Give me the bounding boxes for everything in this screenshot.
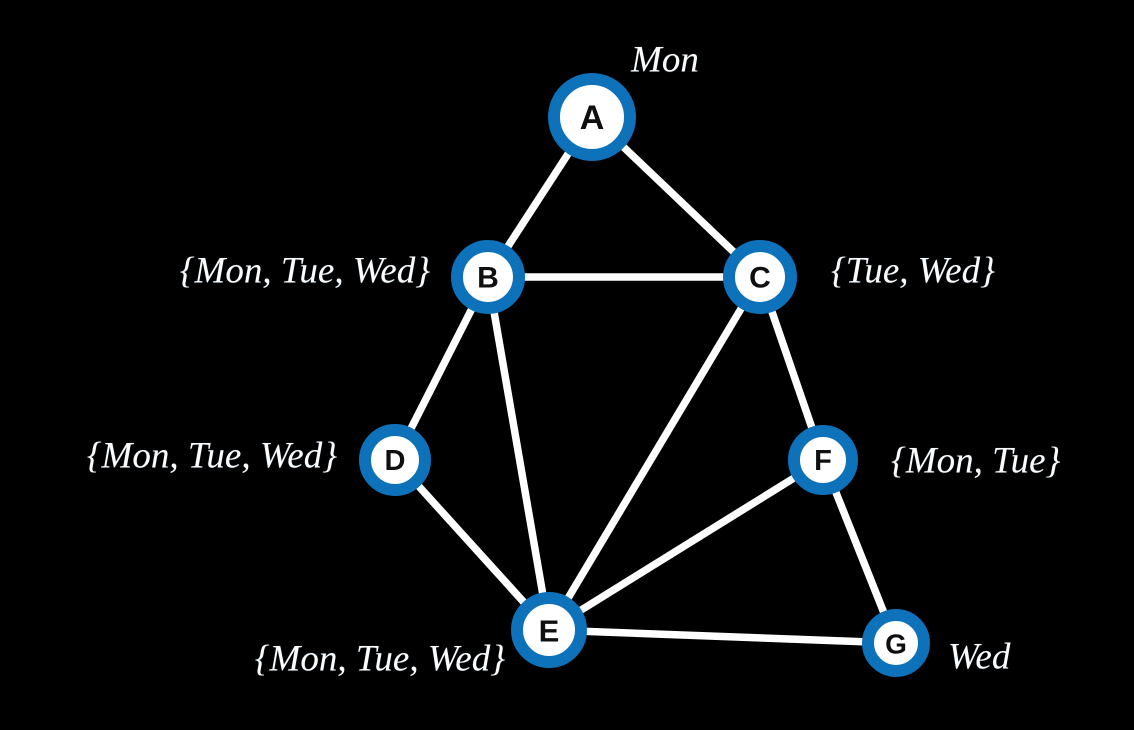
graph-edge-e-g — [545, 626, 900, 647]
node-circle-f — [788, 425, 858, 495]
node-letter-c: C — [749, 262, 771, 295]
graph-edge-c-e — [545, 273, 764, 634]
graph-node-c[interactable]: C — [723, 240, 797, 314]
graph-node-f[interactable]: F — [788, 425, 858, 495]
domain-label-c: {Tue, Wed} — [831, 250, 995, 292]
node-letter-e: E — [539, 614, 560, 649]
graph-edge-d-e — [391, 456, 553, 634]
node-circle-e — [511, 592, 587, 668]
node-letter-a: A — [580, 99, 605, 137]
edges-layer — [391, 113, 900, 647]
domain-label-e: {Mon, Tue, Wed} — [254, 638, 505, 680]
nodes-layer: A B C D E F G — [359, 73, 930, 677]
node-letter-g: G — [885, 629, 907, 660]
graph-edge-e-f — [545, 456, 827, 634]
domain-label-g: Wed — [948, 636, 1011, 678]
node-letter-b: B — [477, 262, 499, 295]
node-circle-b — [451, 240, 525, 314]
node-letter-f: F — [814, 445, 832, 477]
node-letter-d: D — [385, 445, 406, 477]
node-circle-d — [359, 424, 431, 496]
domain-label-d: {Mon, Tue, Wed} — [86, 435, 337, 477]
node-circle-g — [862, 609, 930, 677]
node-circle-c — [723, 240, 797, 314]
node-circle-a — [548, 73, 636, 161]
graph-edge-b-e — [484, 273, 553, 634]
graph-node-d[interactable]: D — [359, 424, 431, 496]
graph-node-e[interactable]: E — [511, 592, 587, 668]
graph-node-a[interactable]: A — [548, 73, 636, 161]
graph-node-g[interactable]: G — [862, 609, 930, 677]
domain-label-f: {Mon, Tue} — [891, 440, 1061, 482]
domain-label-b: {Mon, Tue, Wed} — [179, 250, 430, 292]
domain-label-a: Mon — [631, 39, 699, 81]
graph-node-b[interactable]: B — [451, 240, 525, 314]
